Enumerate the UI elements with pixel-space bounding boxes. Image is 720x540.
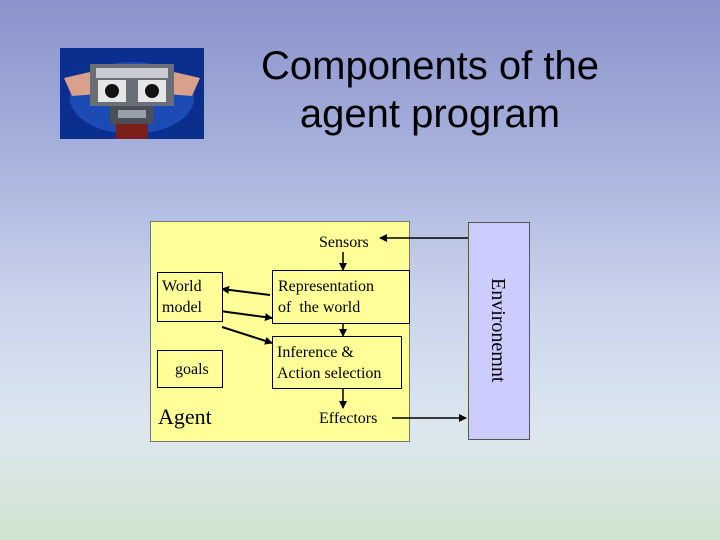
effectors-label: Effectors [319,410,378,427]
title-line-2: agent program [299,92,561,136]
world-model-line-1: World [162,278,202,295]
agent-label: Agent [158,404,212,429]
robot-image [60,48,204,139]
goals-label: goals [175,361,209,378]
slide-title: Components of the agent program [220,42,640,138]
sensors-label: Sensors [319,234,369,251]
arrow-goals-to-inference [221,326,273,345]
world-model-box: World model [157,272,223,322]
title-line-1: Components of the [261,44,599,88]
environment-label: Environemnt [487,277,509,383]
representation-line-1: Representation [278,278,374,295]
representation-line-2: of the world [278,299,361,316]
representation-box: Representation of the world [272,270,410,324]
arrow-representation-to-world-model [221,285,271,296]
inference-box: Inference & Action selection [272,336,402,389]
inference-line-1: Inference & [277,344,354,361]
arrow-world-model-to-representation [219,310,273,322]
environment-box [468,222,530,440]
agent-box [150,221,410,442]
inference-line-2: Action selection [277,365,382,382]
goals-box: goals [157,350,223,388]
world-model-line-2: model [162,299,202,316]
